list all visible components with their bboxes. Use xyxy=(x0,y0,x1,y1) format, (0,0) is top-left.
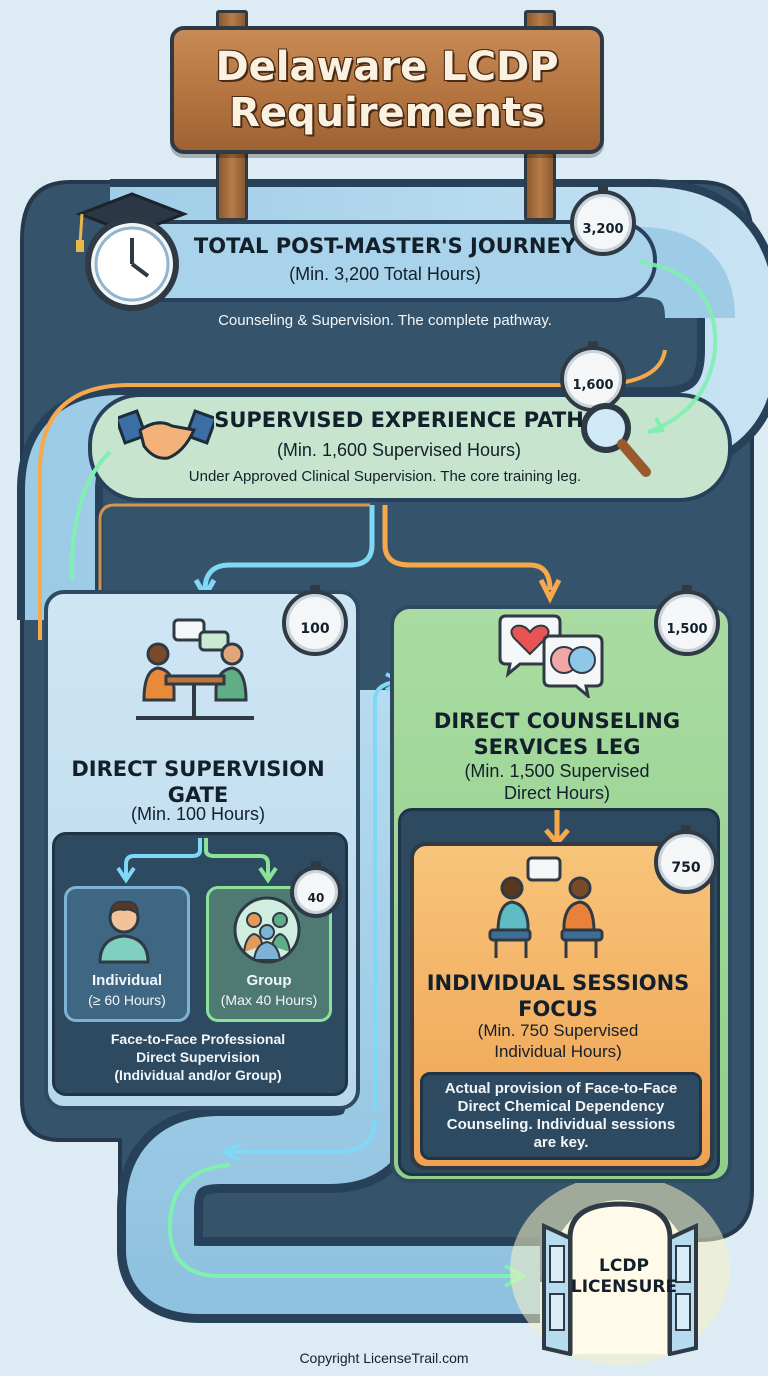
individual-focus-heading-line-1: INDIVIDUAL SESSIONS xyxy=(426,971,690,995)
counseling-hours-line-1: (Min. 1,500 Supervised xyxy=(464,761,650,781)
total-journey-hours: (Min. 3,200 Total Hours) xyxy=(289,264,481,284)
title-sign: Delaware LCDP Requirements xyxy=(170,26,604,154)
split-arrows-icon xyxy=(116,838,278,884)
group-icon xyxy=(233,896,301,964)
individual-note-line-4: are key. xyxy=(533,1134,589,1151)
title-line-1: Delaware LCDP xyxy=(215,44,559,90)
group-label: Group xyxy=(246,972,292,989)
counseling-icon xyxy=(488,856,604,958)
individual-focus-hours-line-1: (Min. 750 Supervised xyxy=(477,1021,639,1040)
individual-label: Individual xyxy=(91,972,162,989)
supervision-gate-heading-line-1: DIRECT SUPERVISION xyxy=(71,757,325,781)
counseling-leg-heading: DIRECT COUNSELING SERVICES LEG xyxy=(396,708,718,760)
meeting-icon xyxy=(136,618,254,720)
door-icon xyxy=(542,1201,698,1356)
supervised-path-description: Under Approved Clinical Supervision. The… xyxy=(188,468,582,485)
individual-note-line-1: Actual provision of Face-to-Face xyxy=(444,1080,678,1097)
supervision-note-line-1: Face-to-Face Professional xyxy=(110,1031,286,1047)
heart-brain-icon xyxy=(498,614,604,698)
badge-3200: 3,200 xyxy=(570,190,636,256)
badge-100: 100 xyxy=(282,590,348,656)
supervision-gate-heading-line-2: GATE xyxy=(167,783,229,807)
individual-note-line-3: Counseling. Individual sessions xyxy=(446,1116,676,1133)
total-journey-heading: TOTAL POST-MASTER'S JOURNEY xyxy=(193,234,577,258)
total-journey-description: Counseling & Supervision. The complete p… xyxy=(218,312,552,329)
group-hours: (Max 40 Hours) xyxy=(220,992,318,1008)
counseling-heading-line-2: SERVICES LEG xyxy=(473,735,641,759)
down-arrow-icon xyxy=(544,810,570,846)
handshake-icon xyxy=(118,409,214,460)
title-line-2: Requirements xyxy=(229,90,545,136)
magnifier-icon xyxy=(581,403,651,477)
supervision-gate-heading: DIRECT SUPERVISION GATE xyxy=(48,756,348,808)
individual-hours: (≥ 60 Hours) xyxy=(88,992,166,1008)
individual-focus-heading-line-2: FOCUS xyxy=(518,997,598,1021)
supervision-gate-hours: (Min. 100 Hours) xyxy=(130,804,266,824)
clock-icon xyxy=(75,192,189,311)
licensure-line-1: LCDP xyxy=(599,1256,649,1276)
supervised-path-hours: (Min. 1,600 Supervised Hours) xyxy=(276,440,522,460)
individual-focus-hours: (Min. 750 Supervised Individual Hours) xyxy=(412,1020,704,1062)
supervised-path-heading: SUPERVISED EXPERIENCE PATH xyxy=(214,408,584,432)
person-icon xyxy=(98,900,150,964)
licensure-label: LCDP LICENSURE xyxy=(560,1256,688,1298)
individual-focus-hours-line-2: Individual Hours) xyxy=(494,1042,622,1061)
counseling-hours-line-2: Direct Hours) xyxy=(503,783,610,803)
individual-focus-heading: INDIVIDUAL SESSIONS FOCUS xyxy=(412,970,704,1022)
individual-note-line-2: Direct Chemical Dependency xyxy=(457,1098,665,1115)
individual-focus-note: Actual provision of Face-to-Face Direct … xyxy=(420,1072,702,1160)
badge-750: 750 xyxy=(654,830,718,894)
licensure-line-2: LICENSURE xyxy=(570,1277,678,1297)
supervision-note-line-2: Direct Supervision xyxy=(136,1049,260,1065)
badge-1500: 1,500 xyxy=(654,590,720,656)
badge-40: 40 xyxy=(290,866,342,918)
copyright-footer: Copyright LicenseTrail.com xyxy=(299,1350,469,1366)
counseling-leg-hours: (Min. 1,500 Supervised Direct Hours) xyxy=(396,760,718,804)
supervision-note-line-3: (Individual and/or Group) xyxy=(114,1067,282,1083)
counseling-heading-line-1: DIRECT COUNSELING xyxy=(433,709,681,733)
supervision-gate-note: Face-to-Face Professional Direct Supervi… xyxy=(52,1030,344,1084)
